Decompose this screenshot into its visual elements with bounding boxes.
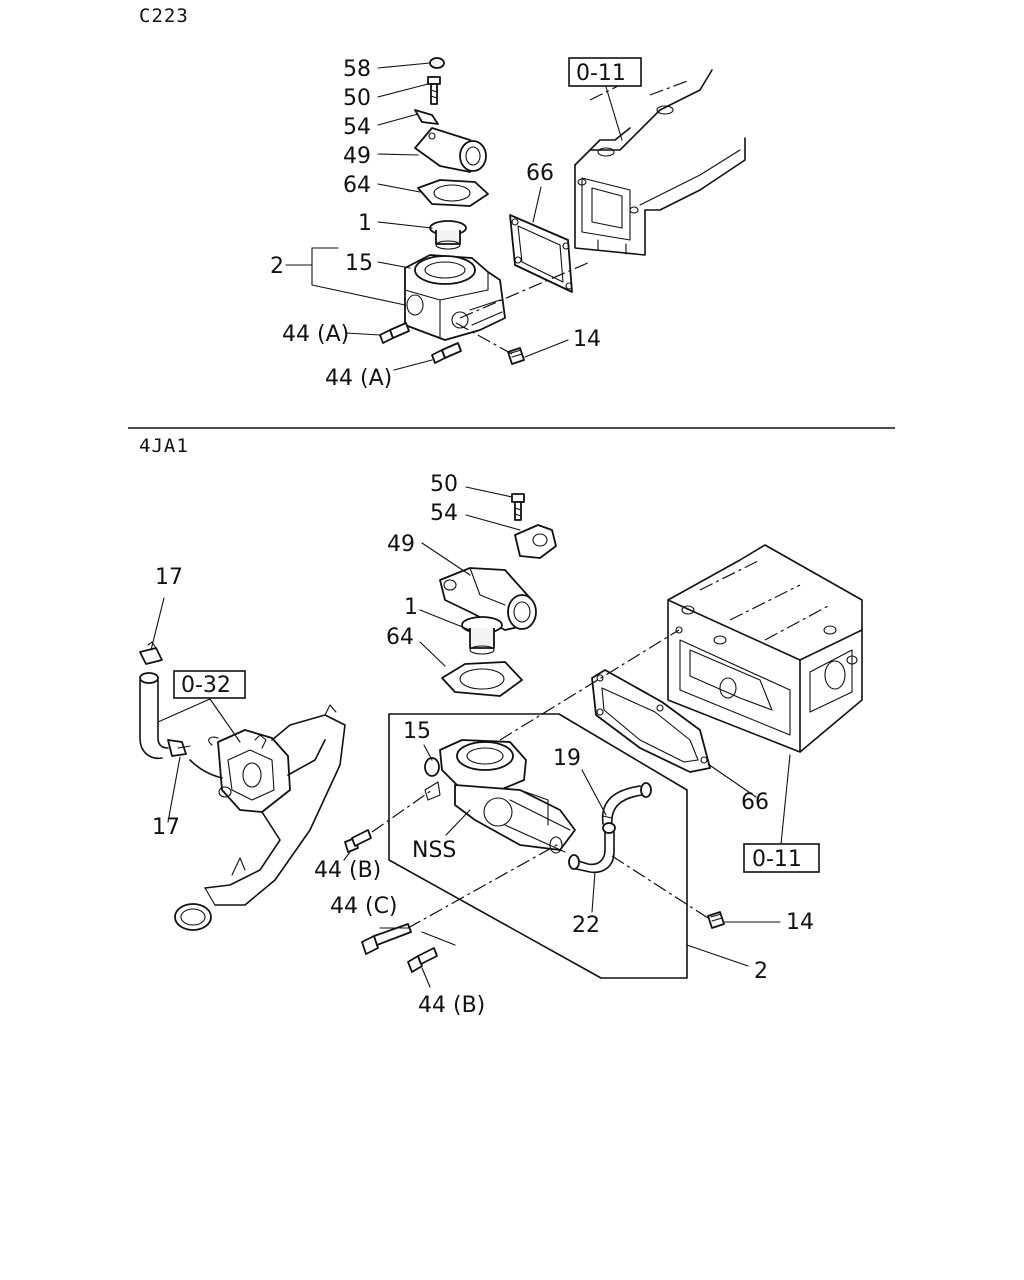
gasket-66-top xyxy=(509,214,573,293)
gasket-66-bottom xyxy=(591,669,711,773)
callout-50-bottom: 50 xyxy=(430,472,458,497)
callout-1-bottom: 1 xyxy=(404,595,418,620)
top-assembly: 0-11 xyxy=(285,57,746,371)
water-outlet-49-bottom xyxy=(439,567,537,631)
plug-14-top xyxy=(507,347,525,365)
ref-label-0-32: 0-32 xyxy=(181,673,231,698)
callout-15-top: 15 xyxy=(345,251,373,276)
bolt-44a-1 xyxy=(379,322,410,344)
callout-22: 22 xyxy=(572,913,600,938)
callout-49-top: 49 xyxy=(343,144,371,169)
gasket-64-bottom xyxy=(441,661,523,697)
bolt-44c xyxy=(361,923,412,955)
callout-44b-2: 44 (B) xyxy=(418,993,485,1018)
section-code-bottom: 4JA1 xyxy=(139,435,189,457)
ref-box-0-11-bottom[interactable] xyxy=(743,843,820,873)
callout-64-bottom: 64 xyxy=(386,625,414,650)
callout-50-top: 50 xyxy=(343,86,371,111)
gasket-64-top xyxy=(417,179,489,207)
cylinder-head-bottom xyxy=(667,544,863,753)
ref-label-0-11-top: 0-11 xyxy=(576,61,626,86)
callout-1-top: 1 xyxy=(358,211,372,236)
clip-54-top xyxy=(414,109,439,125)
callout-44c: 44 (C) xyxy=(330,894,398,919)
callout-66-top: 66 xyxy=(526,161,554,186)
ref-label-0-11-bottom: 0-11 xyxy=(752,847,802,872)
callout-58-top: 58 xyxy=(343,57,371,82)
callout-66-bottom: 66 xyxy=(741,790,769,815)
callout-nss: NSS xyxy=(412,838,456,863)
callout-2-bottom: 2 xyxy=(754,959,768,984)
callout-64-top: 64 xyxy=(343,173,371,198)
plug-14-bottom xyxy=(707,911,725,929)
clip-54-bottom xyxy=(514,524,557,559)
hose-19 xyxy=(601,782,652,827)
bolt-50-top xyxy=(427,76,441,105)
callout-19: 19 xyxy=(553,746,581,771)
cap-58 xyxy=(429,57,445,69)
bolt-44a-2 xyxy=(431,342,462,364)
thermostat-housing-2-top xyxy=(404,254,506,341)
ref-box-0-32[interactable] xyxy=(173,670,246,699)
callout-17-bottom: 17 xyxy=(152,815,180,840)
callout-44a-1: 44 (A) xyxy=(282,322,349,347)
assembly-2-outline xyxy=(388,713,688,979)
callout-44a-2: 44 (A) xyxy=(325,366,392,391)
thermostat-1-top xyxy=(429,220,467,250)
bolt-44b-2 xyxy=(407,947,438,973)
callout-54-top: 54 xyxy=(343,115,371,140)
water-pump-inlet xyxy=(174,704,346,931)
callout-15-bottom: 15 xyxy=(403,719,431,744)
callout-17-top: 17 xyxy=(155,565,183,590)
callout-14-top: 14 xyxy=(573,327,601,352)
callout-44b-1: 44 (B) xyxy=(314,858,381,883)
hose-with-clamps-17 xyxy=(139,641,223,779)
section-code-top: C223 xyxy=(139,5,189,27)
callout-2-top: 2 xyxy=(270,254,284,279)
cylinder-head-top xyxy=(574,69,746,256)
callout-54-bottom: 54 xyxy=(430,501,458,526)
pipe-22 xyxy=(568,822,616,874)
bottom-assembly: 0-32 0-11 xyxy=(139,486,863,988)
callout-49-bottom: 49 xyxy=(387,532,415,557)
water-outlet-49-top xyxy=(414,127,487,173)
callout-14-bottom: 14 xyxy=(786,910,814,935)
thermostat-housing-15-bottom xyxy=(424,739,576,854)
ref-box-0-11-top[interactable] xyxy=(568,57,642,87)
bolt-50-bottom xyxy=(511,493,525,521)
thermostat-1-bottom xyxy=(461,616,503,655)
bolt-44b-1 xyxy=(344,829,372,853)
